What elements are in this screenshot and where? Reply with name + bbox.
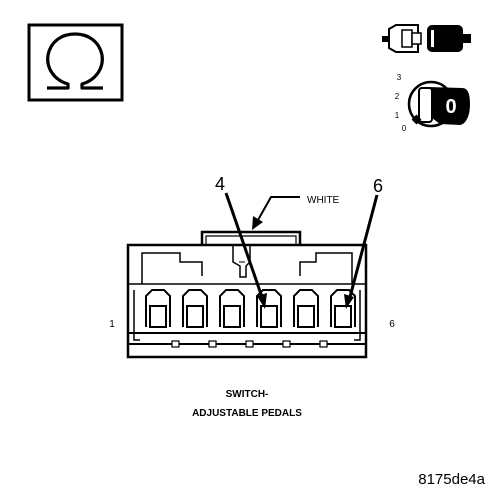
cavity-1 — [145, 289, 171, 328]
key-position-1: 1 — [395, 111, 400, 120]
wire-color-leader — [252, 196, 300, 230]
connector-caption-line-2: ADJUSTABLE PEDALS — [192, 408, 302, 419]
pin-4-leader — [224, 192, 267, 309]
figure-id: 8175de4a — [418, 471, 485, 488]
key-position-3: 3 — [397, 73, 402, 82]
ohm-icon — [27, 23, 124, 102]
cavity-2 — [182, 289, 208, 328]
wire-color-label: WHITE — [307, 195, 340, 206]
cavity-4 — [256, 289, 282, 328]
pin-6-callout: 6 — [373, 176, 383, 196]
pin-6-leader — [344, 194, 379, 309]
connector-caption-line-1: SWITCH- — [226, 389, 269, 400]
cavity-5 — [293, 289, 319, 328]
end-label-pin-6: 6 — [389, 319, 395, 330]
key-position-2: 2 — [395, 92, 400, 101]
key-position-label: 0 — [445, 96, 456, 118]
end-label-pin-1: 1 — [109, 319, 115, 330]
ignition-key-icon: 3 2 1 0 0 — [395, 73, 470, 133]
cavity-3 — [219, 289, 245, 328]
disconnected-connector-icon — [382, 24, 471, 53]
pin-4-callout: 4 — [215, 174, 225, 194]
cavity-6 — [330, 289, 356, 328]
key-position-0: 0 — [402, 124, 407, 133]
